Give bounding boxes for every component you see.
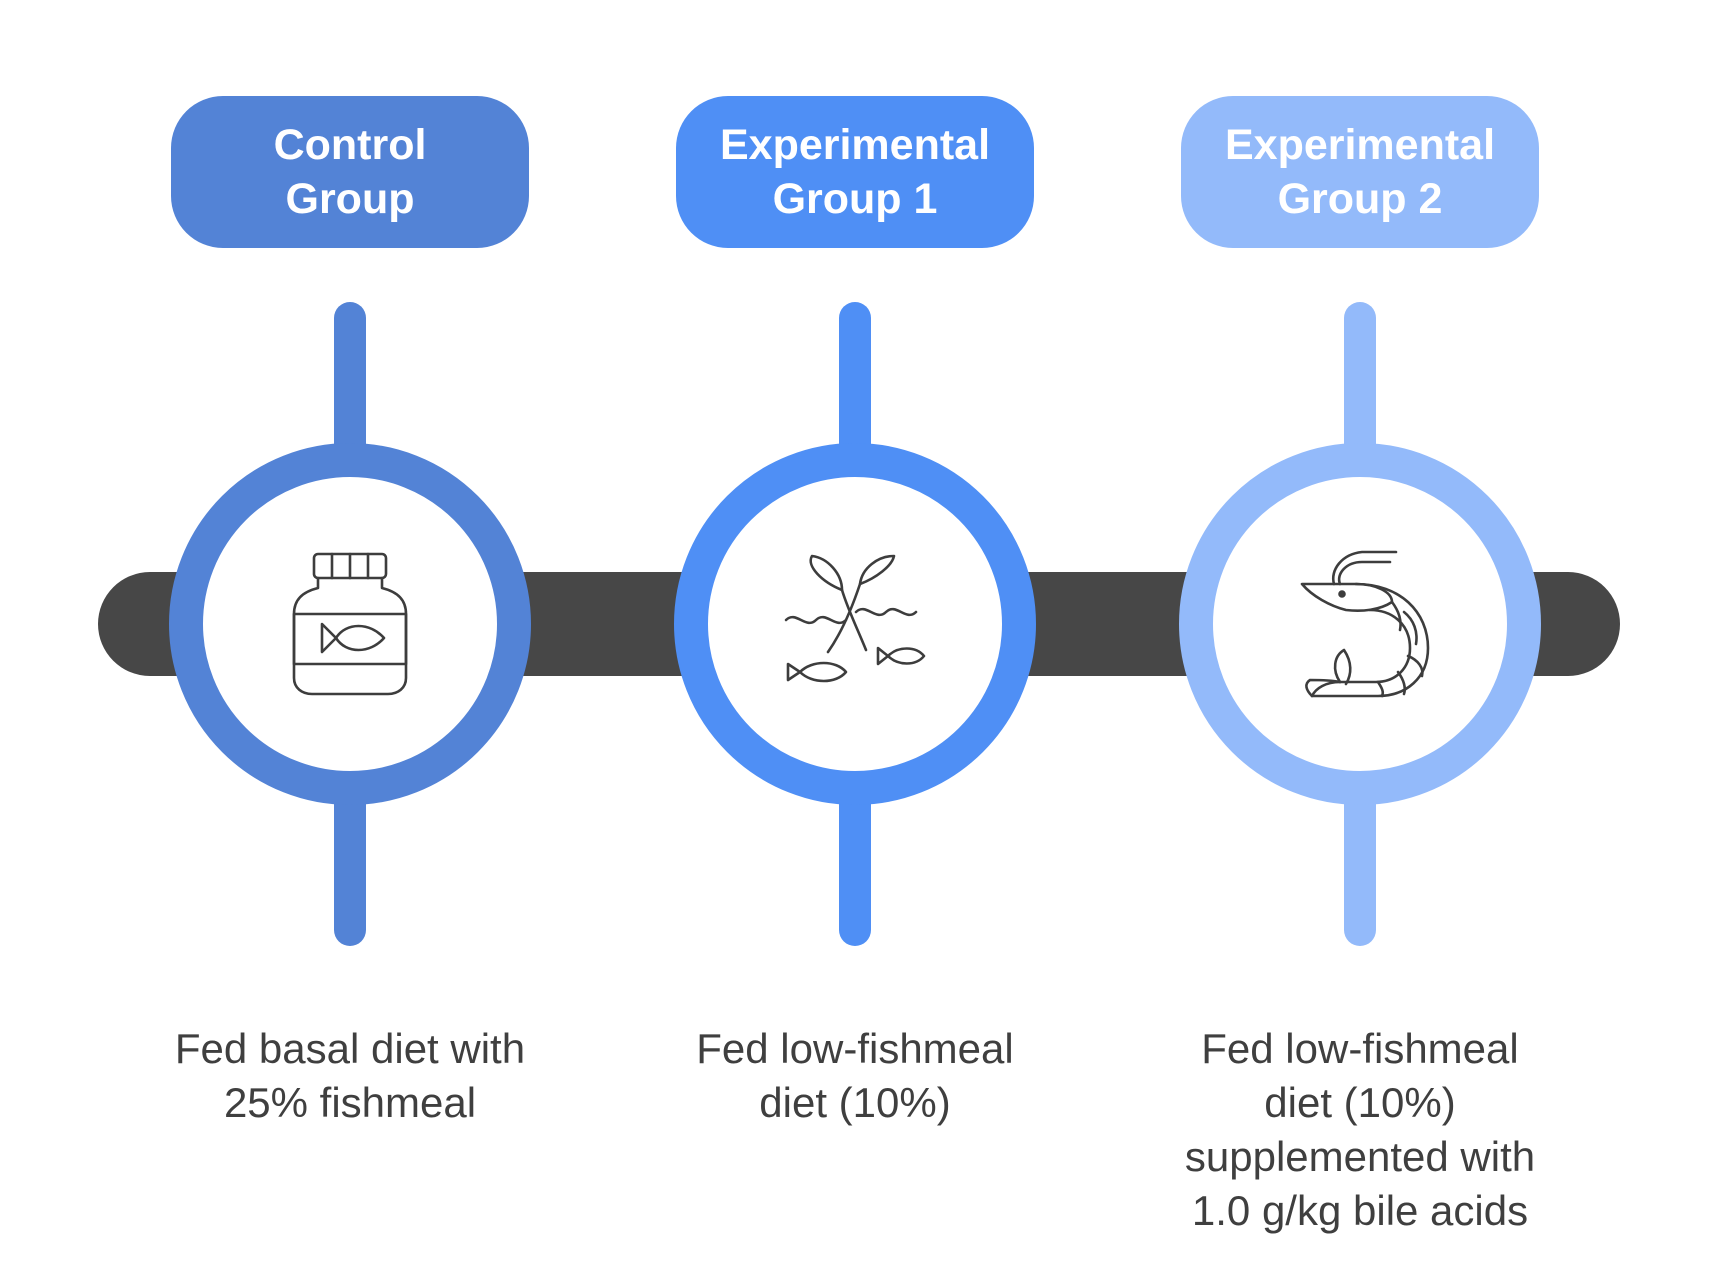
group-pill-control: Control Group: [171, 96, 529, 248]
node-control: [169, 302, 531, 946]
fish-jar-icon: [292, 552, 408, 696]
shrimp-icon: [1300, 550, 1430, 698]
group-title-exp2: Experimental Group 2: [1224, 121, 1496, 223]
group-description-exp1: Fed low-fishmeal diet (10%): [696, 1025, 1014, 1126]
group-pill-exp2: Experimental Group 2: [1181, 96, 1539, 248]
group-title-exp1: Experimental Group 1: [719, 121, 991, 223]
group-description-exp2: Fed low-fishmeal diet (10%) supplemented…: [1184, 1025, 1536, 1234]
group-pill-exp1: Experimental Group 1: [676, 96, 1034, 248]
group-title-control: Control Group: [273, 121, 427, 223]
plants-and-fish-icon: [784, 554, 926, 683]
node-exp2: [1179, 302, 1541, 946]
group-description-control: Fed basal diet with 25% fishmeal: [174, 1025, 526, 1126]
ring-control: [169, 443, 531, 805]
node-exp1: [674, 302, 1036, 946]
ring-exp2: [1179, 443, 1541, 805]
